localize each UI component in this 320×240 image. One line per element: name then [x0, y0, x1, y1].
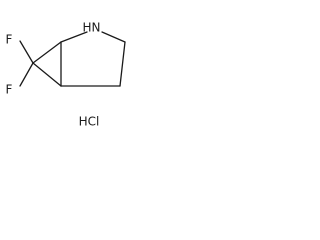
nitrogen-label: N	[92, 21, 101, 35]
bond-c-f-top	[19, 40, 34, 64]
salt-hcl-label: HCl	[79, 115, 100, 129]
chemical-structure: F F H N HCl	[6, 21, 126, 129]
fluorine-bottom-label: F	[6, 83, 13, 97]
bond-c-f-bottom	[19, 62, 34, 87]
fluorine-top-label: F	[6, 33, 13, 47]
bond-cf2-c1	[32, 41, 62, 64]
bond-c1-n	[60, 31, 88, 43]
bond-n-c3	[101, 31, 126, 43]
bond-c5-cf2	[32, 62, 62, 87]
bond-c3-c4	[119, 41, 126, 87]
bond-lines	[19, 31, 126, 87]
nitrogen-hydrogen-label: H	[82, 21, 91, 35]
